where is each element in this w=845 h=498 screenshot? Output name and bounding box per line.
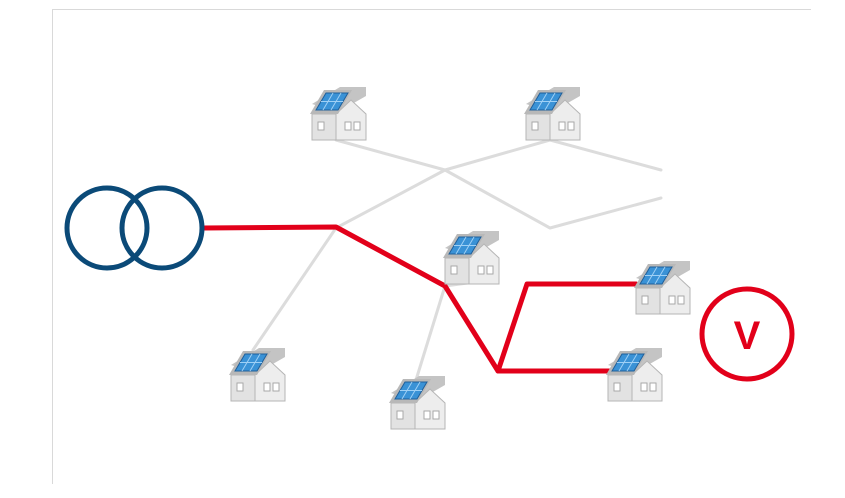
grey-line-diagonal-branch (251, 138, 552, 352)
house-with-solar-panels-icon (228, 347, 286, 402)
house-with-solar-panels-icon (523, 86, 581, 141)
highlighted-feeder (200, 224, 639, 374)
grey-line-center-drop (414, 280, 477, 382)
meter-label: V (734, 314, 761, 358)
house-with-solar-panels-icon (633, 260, 691, 315)
grey-line-upper-right-to-edge (548, 138, 663, 172)
house-with-solar-panels-icon (309, 86, 367, 141)
house-with-solar-panels-icon (442, 230, 500, 285)
house-with-solar-panels-icon (388, 375, 446, 430)
feeder-branch-upper (495, 281, 639, 374)
feeder-main (200, 224, 612, 374)
frame-left-border (52, 9, 53, 484)
transformer-symbol-icon (64, 185, 205, 271)
frame-top-border (53, 9, 811, 10)
grey-line-upper-left-to-dip (334, 138, 663, 230)
house-with-solar-panels-icon (605, 347, 663, 402)
voltage-meter-icon: V (699, 286, 795, 382)
